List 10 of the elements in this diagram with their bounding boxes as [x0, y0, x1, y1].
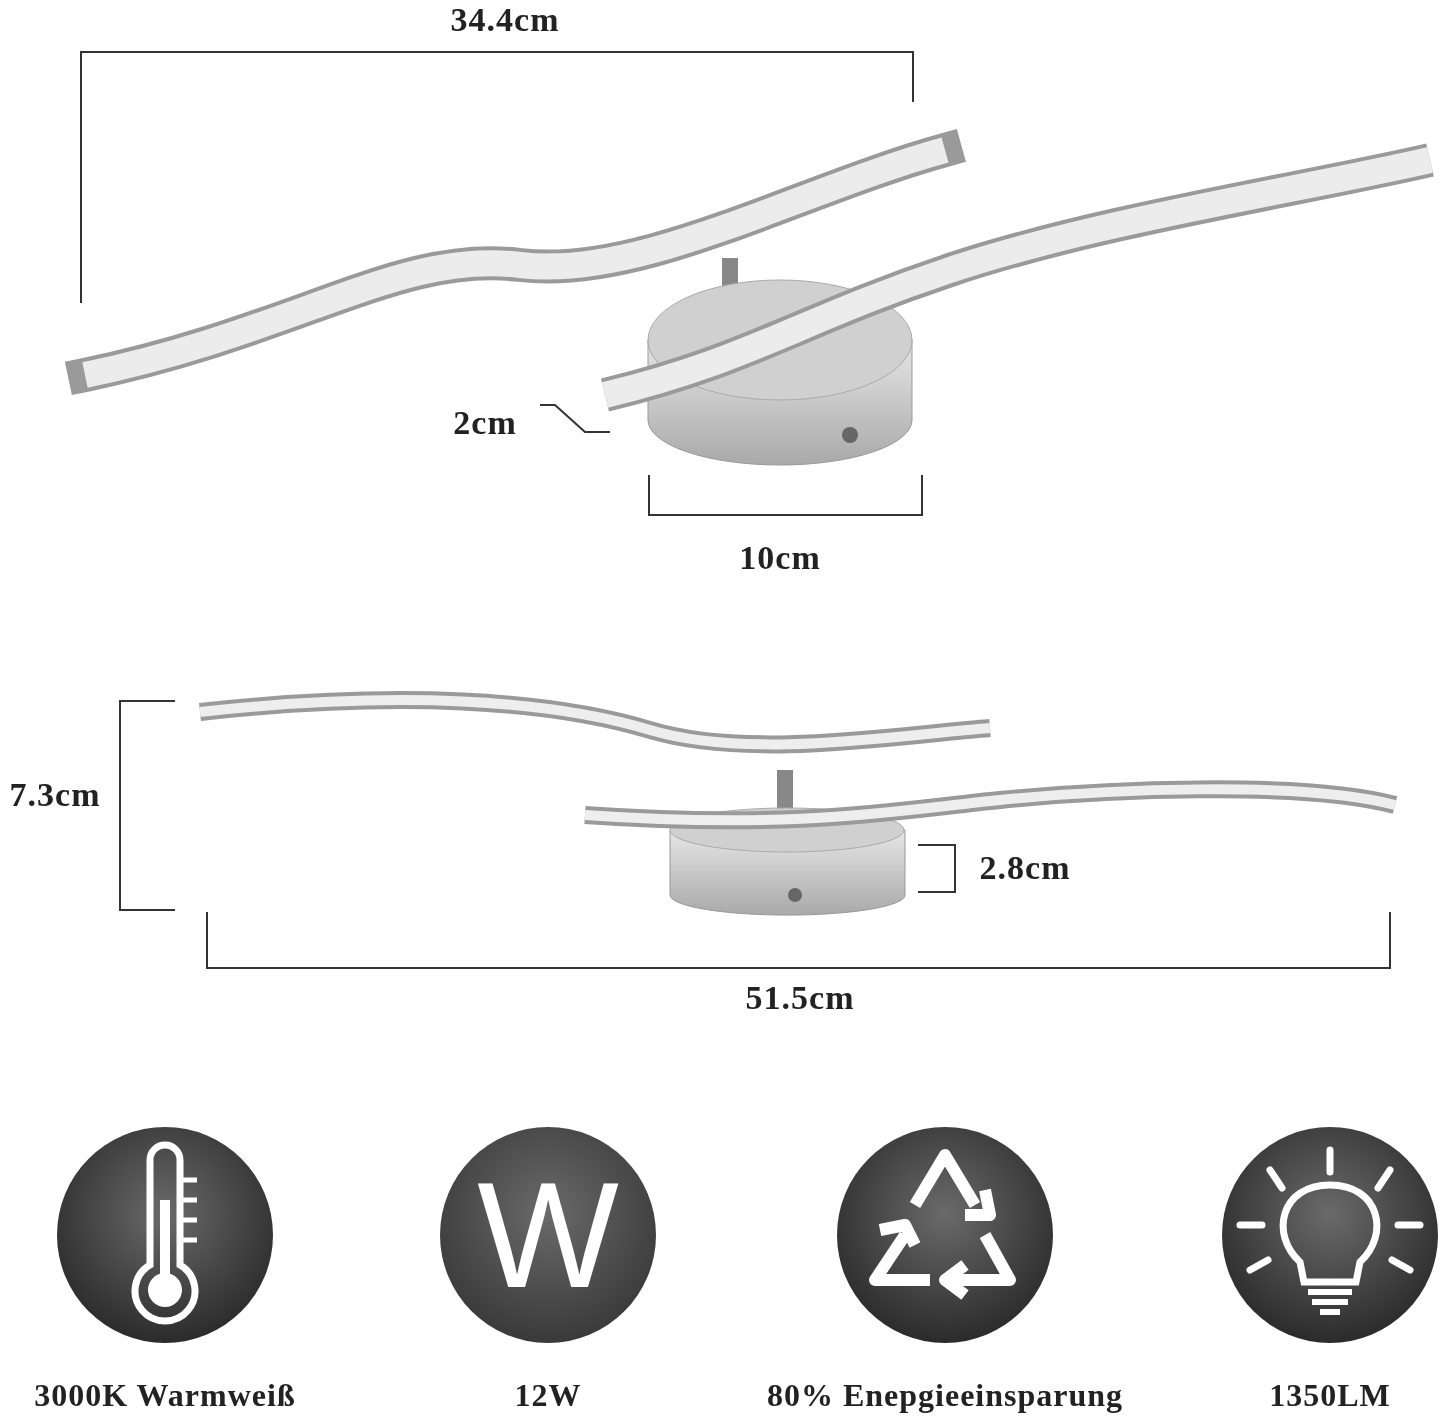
- dimension-label: 2.8cm: [979, 849, 1071, 887]
- feature-caption: 80% Enepgieeinsparung: [766, 1376, 1124, 1414]
- feature-caption: 3000K Warmweiß: [34, 1376, 296, 1414]
- dimension-label: 10cm: [739, 539, 821, 577]
- dimension-label: 51.5cm: [745, 979, 855, 1017]
- dimension-label: 34.4cm: [450, 1, 560, 39]
- feature-caption: 12W: [514, 1376, 582, 1414]
- dimension-label: 7.3cm: [9, 776, 101, 814]
- watt-badge: W: [440, 1127, 656, 1343]
- feature-caption: 1350LM: [1269, 1376, 1391, 1414]
